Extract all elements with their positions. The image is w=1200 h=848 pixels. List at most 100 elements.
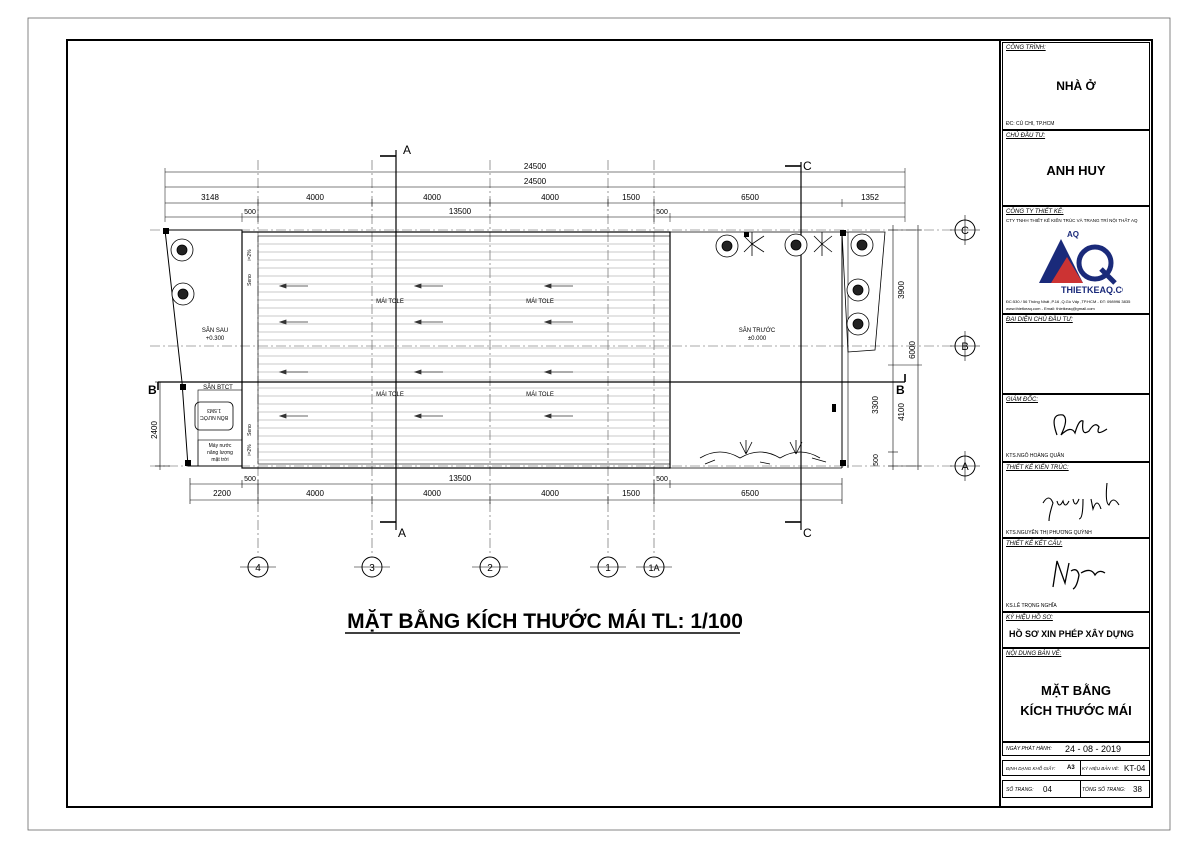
section-label-a-bottom: A — [398, 526, 406, 540]
signature-ket-cau — [1052, 560, 1106, 590]
label-may-nuoc: Máy nước — [209, 443, 232, 449]
frame-border — [66, 39, 1153, 808]
signature-kien-truc — [1042, 482, 1120, 521]
tb-ky-hieu-ho-so: KÝ HIỆU HỒ SƠ: HỒ SƠ XIN PHÉP XÂY DỰNG — [1002, 612, 1150, 648]
tb-ky-hieu-ho-so-label: KÝ HIỆU HỒ SƠ: — [1006, 615, 1053, 621]
grid-label-row: B — [961, 341, 968, 353]
logo-text: AQ — [1067, 230, 1079, 239]
dim-top-inner: 500 — [656, 209, 668, 216]
tb-cong-ty: CÔNG TY THIẾT KẾ: CTY TNHH THIẾT KẾ KIẾN… — [1002, 206, 1150, 314]
tb-ket-cau: THIẾT KẾ KẾT CẤU: KS.LÊ TRỌNG NGHĨA — [1002, 538, 1150, 612]
dim-top-inner: 500 — [244, 209, 256, 216]
grid-label-col: 1 — [605, 563, 611, 574]
room-san-btct: SÂN BTCT — [203, 384, 233, 391]
tb-dai-dien-label: ĐẠI DIỆN CHỦ ĐẦU TƯ: — [1006, 317, 1073, 323]
dim-top: 3148 — [201, 193, 219, 202]
label-may-nuoc: mặt trời — [211, 457, 228, 463]
tb-chu-dau-tu: CHỦ ĐẦU TƯ: ANH HUY — [1002, 130, 1150, 206]
room-san-sau: SÂN SAU — [202, 327, 228, 334]
section-label-a-top: A — [403, 143, 411, 157]
tb-noi-dung-2: KÍCH THƯỚC MÁI — [1020, 703, 1132, 718]
roof-label: MÁI TOLE — [376, 391, 404, 398]
dim-bottom-inner: 13500 — [449, 474, 472, 483]
grid-bubbles-rows — [950, 215, 980, 481]
tb-ket-cau-name: KS.LÊ TRỌNG NGHĨA — [1006, 603, 1057, 609]
section-lines — [158, 150, 905, 530]
right-dimension-lines — [888, 225, 922, 470]
tb-divider — [1080, 761, 1081, 775]
grid-label-col: 3 — [369, 563, 375, 574]
shrub-icons — [699, 232, 833, 465]
tb-tong-so-trang-value: 38 — [1133, 785, 1142, 794]
top-dimension-lines — [164, 168, 906, 222]
dim-top: 4000 — [423, 193, 441, 202]
grid-bubbles-cols — [240, 556, 672, 578]
grid-label-col: 2 — [487, 563, 493, 574]
dim-top-inner: 13500 — [449, 207, 472, 216]
grid-label-col: 4 — [255, 563, 261, 574]
tb-cong-ty-addr: ĐC:530 / 56 Thống Nhất ,P.16 ,Q.Gò Vấp ,… — [1006, 299, 1131, 304]
tb-cong-trinh: CÔNG TRÌNH: NHÀ Ở ĐC: CỦ CHI, TP.HCM — [1002, 42, 1150, 130]
columns — [163, 228, 846, 466]
section-label-b-left: B — [148, 383, 157, 397]
section-cut-markers — [157, 155, 906, 523]
tb-noi-dung-1: MẶT BẰNG — [1040, 683, 1112, 698]
dim-top: 4000 — [541, 193, 559, 202]
dim-right: 3900 — [897, 281, 906, 299]
roof-label: MÁI TOLE — [376, 298, 404, 305]
label-may-nuoc: năng lượng — [207, 450, 233, 456]
dim-right-total: 4100 — [897, 403, 906, 421]
dim-bottom: 2200 — [213, 489, 231, 498]
dim-top: 6500 — [741, 193, 759, 202]
section-label-c-bottom: C — [803, 526, 812, 540]
dim-left: 2400 — [150, 421, 159, 439]
slope-label: i=2% — [247, 249, 253, 261]
tb-chu-dau-tu-label: CHỦ ĐẦU TƯ: — [1006, 133, 1046, 139]
outer-border — [27, 17, 1171, 831]
tb-kho-giay-label: ĐỊNH DẠNG KHỔ GIẤY: — [1006, 766, 1056, 771]
seno-label: Seno — [247, 274, 253, 286]
grid-label-row: C — [961, 225, 969, 237]
company-logo: THIETKEAQ.COM AQ — [1039, 230, 1123, 295]
tb-chu-dau-tu-value: ANH HUY — [1046, 163, 1106, 178]
tb-cong-ty-web: www.thietkeaq.com - Email: thietkeaq@gma… — [1006, 306, 1095, 311]
tb-kien-truc-label: THIẾT KẾ KIẾN TRÚC: — [1006, 465, 1069, 471]
roof-label: MÁI TOLE — [526, 391, 554, 398]
label-bon-nuoc-cap: 1.5M3 — [207, 407, 221, 413]
bottom-dimension-lines — [189, 478, 843, 504]
dim-right: 3300 — [871, 396, 880, 414]
dim-total-1: 24500 — [524, 162, 547, 171]
grid-label-col: 1A — [648, 563, 659, 573]
tb-kien-truc-name: KTS.NGUYỄN THỊ PHƯƠNG QUỲNH — [1006, 530, 1092, 536]
section-label-c-top: C — [803, 159, 812, 173]
section-label-b-right: B — [896, 383, 905, 397]
dim-bottom-inner: 500 — [244, 476, 256, 483]
water-tank-outline — [194, 401, 234, 431]
room-san-truoc-level: ±0.000 — [748, 336, 767, 342]
dim-bottom: 6500 — [741, 489, 759, 498]
drawing-text: 24500 24500 3148 4000 4000 4000 1500 650… — [148, 143, 969, 633]
dim-right-total: 6000 — [908, 341, 917, 359]
dim-bottom: 1500 — [622, 489, 640, 498]
tb-ngay-value: 24 - 08 - 2019 — [1065, 744, 1122, 754]
tb-kho-giay-value: A3 — [1067, 765, 1075, 771]
grid-label-row: A — [961, 461, 969, 473]
tb-dia-chi: ĐC: CỦ CHI, TP.HCM — [1006, 121, 1055, 127]
tb-cong-ty-name: CTY TNHH THIẾT KẾ KIẾN TRÚC VÀ TRANG TRÍ… — [1006, 218, 1138, 223]
tb-ket-cau-label: THIẾT KẾ KẾT CẤU: — [1006, 541, 1063, 547]
dim-total-2: 24500 — [524, 177, 547, 186]
dim-bottom-inner: 500 — [656, 476, 668, 483]
tb-ky-hieu-ban-ve-label: KÝ HIỆU BẢN VẼ: — [1082, 766, 1120, 771]
roof-hatching — [258, 243, 670, 461]
roof-label: MÁI TOLE — [526, 298, 554, 305]
tb-dai-dien: ĐẠI DIỆN CHỦ ĐẦU TƯ: — [1002, 314, 1150, 394]
tb-ky-hieu-ban-ve-value: KT-04 — [1124, 764, 1146, 773]
drawing-title: MẶT BẰNG KÍCH THƯỚC MÁI TL: 1/100 — [347, 609, 743, 633]
tb-tong-so-trang-label: TỔNG SỐ TRANG: — [1082, 787, 1126, 793]
slope-arrows — [278, 283, 573, 419]
tb-cong-trinh-value: NHÀ Ở — [1056, 79, 1096, 93]
signature-giam-doc — [1053, 414, 1108, 436]
tb-divider — [1080, 781, 1081, 797]
tree-icons — [170, 233, 874, 336]
dim-right: 500 — [873, 454, 880, 466]
